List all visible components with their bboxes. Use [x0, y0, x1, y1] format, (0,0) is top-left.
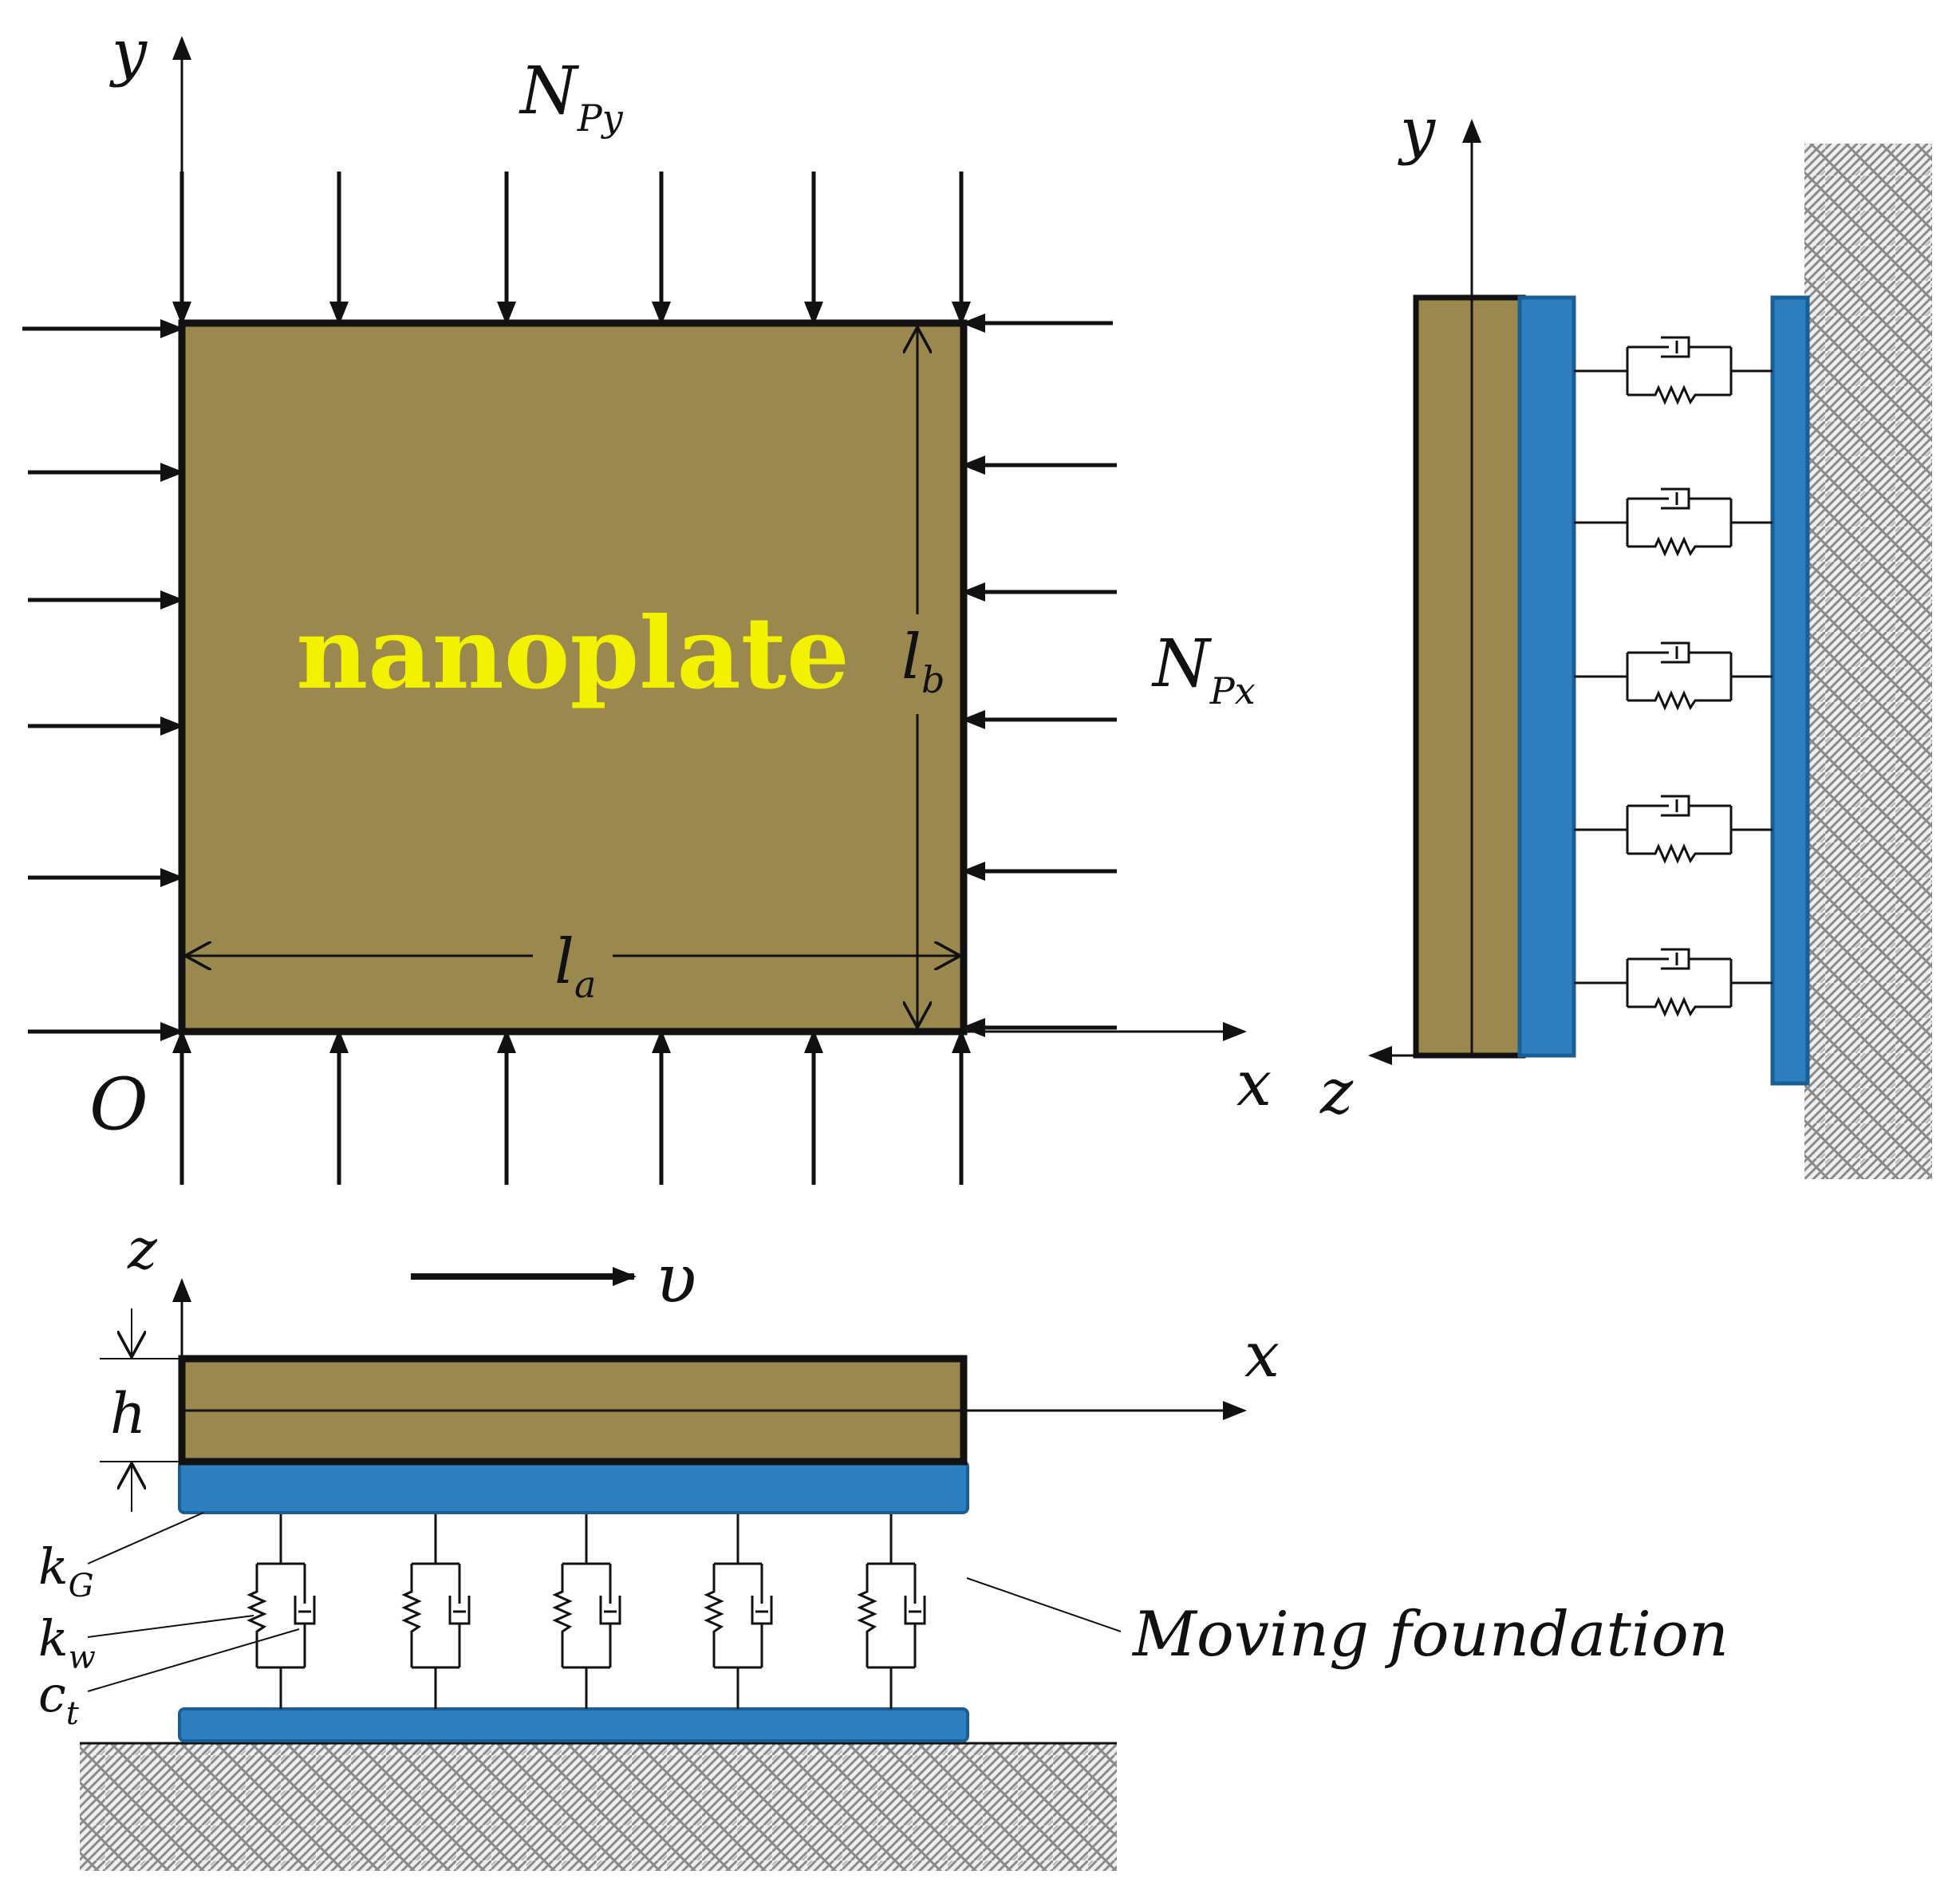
side-spring-dashpot-units: [1574, 336, 1773, 1017]
x-axis-label-section: x: [1244, 1320, 1280, 1391]
side-view: y z: [1319, 95, 1932, 1179]
z-axis-label-side: z: [1319, 1056, 1354, 1128]
kw-label: kw: [38, 1609, 96, 1676]
nanoplate-top: [178, 319, 968, 1036]
spring-icon: [1627, 843, 1731, 864]
spring-dashpot-unit: [552, 1513, 621, 1709]
spring-dashpot-unit: [246, 1513, 316, 1709]
base-layer-bottom: [178, 1707, 969, 1742]
load-arrows-right: [961, 314, 1117, 1037]
top-view: y nanoplate: [22, 17, 1272, 1185]
spring-dashpot-unit: [401, 1513, 471, 1709]
shear-layer-side: [1517, 295, 1576, 1058]
z-axis-label-section: z: [127, 1217, 158, 1282]
spring-icon: [857, 1564, 877, 1667]
origin-label: O: [89, 1063, 148, 1146]
spring-icon: [401, 1564, 422, 1667]
spring-dashpot-unit: [1574, 641, 1773, 711]
kG-leader: [87, 1512, 204, 1565]
load-arrows-bottom: [172, 1029, 971, 1185]
ct-leader: [87, 1628, 300, 1692]
spring-icon: [246, 1564, 267, 1667]
nanoplate-side: [1413, 294, 1526, 1059]
base-layer-side: [1770, 295, 1810, 1086]
velocity-label: υ: [656, 1240, 696, 1318]
spring-dashpot-unit: [1574, 795, 1773, 864]
nanoplate-label: nanoplate: [296, 596, 850, 712]
spring-dashpot-unit: [1574, 336, 1773, 405]
spring-icon: [1627, 996, 1731, 1017]
kw-leader: [87, 1615, 254, 1638]
load-npy-label: NPy: [519, 53, 624, 140]
thickness-label: h: [110, 1381, 146, 1446]
y-axis-label-side: y: [1398, 95, 1436, 167]
spring-icon: [704, 1564, 724, 1667]
spring-icon: [1627, 690, 1731, 711]
ct-label: ct: [38, 1665, 80, 1732]
foundation-caption: Moving foundation: [1131, 1599, 1729, 1671]
load-arrows-top: [172, 172, 971, 326]
spring-dashpot-unit: [1574, 487, 1773, 557]
dimension-la-label: la: [554, 926, 596, 1006]
spring-dashpot-unit: [704, 1513, 773, 1709]
section-view: x z υ h kG kw ct Moving foundation: [38, 1217, 1729, 1871]
ground-hatch: [80, 1743, 1117, 1871]
shear-layer-bottom: [178, 1460, 969, 1514]
load-npx-label: NPx: [1151, 626, 1256, 712]
spring-icon: [552, 1564, 573, 1667]
foundation-caption-leader: [966, 1577, 1122, 1632]
load-arrows-left: [22, 319, 184, 1041]
kG-label: kG: [38, 1537, 94, 1604]
spring-icon: [1627, 385, 1731, 405]
y-axis-label-top: y: [109, 17, 148, 89]
bottom-spring-dashpot-units: [246, 1513, 926, 1709]
dimension-lb-label: lb: [901, 621, 945, 701]
spring-dashpot-unit: [1574, 948, 1773, 1017]
spring-icon: [1627, 536, 1731, 557]
x-axis-label-top: x: [1236, 1048, 1272, 1120]
spring-dashpot-unit: [857, 1513, 926, 1709]
wall-hatch-right: [1804, 144, 1932, 1179]
